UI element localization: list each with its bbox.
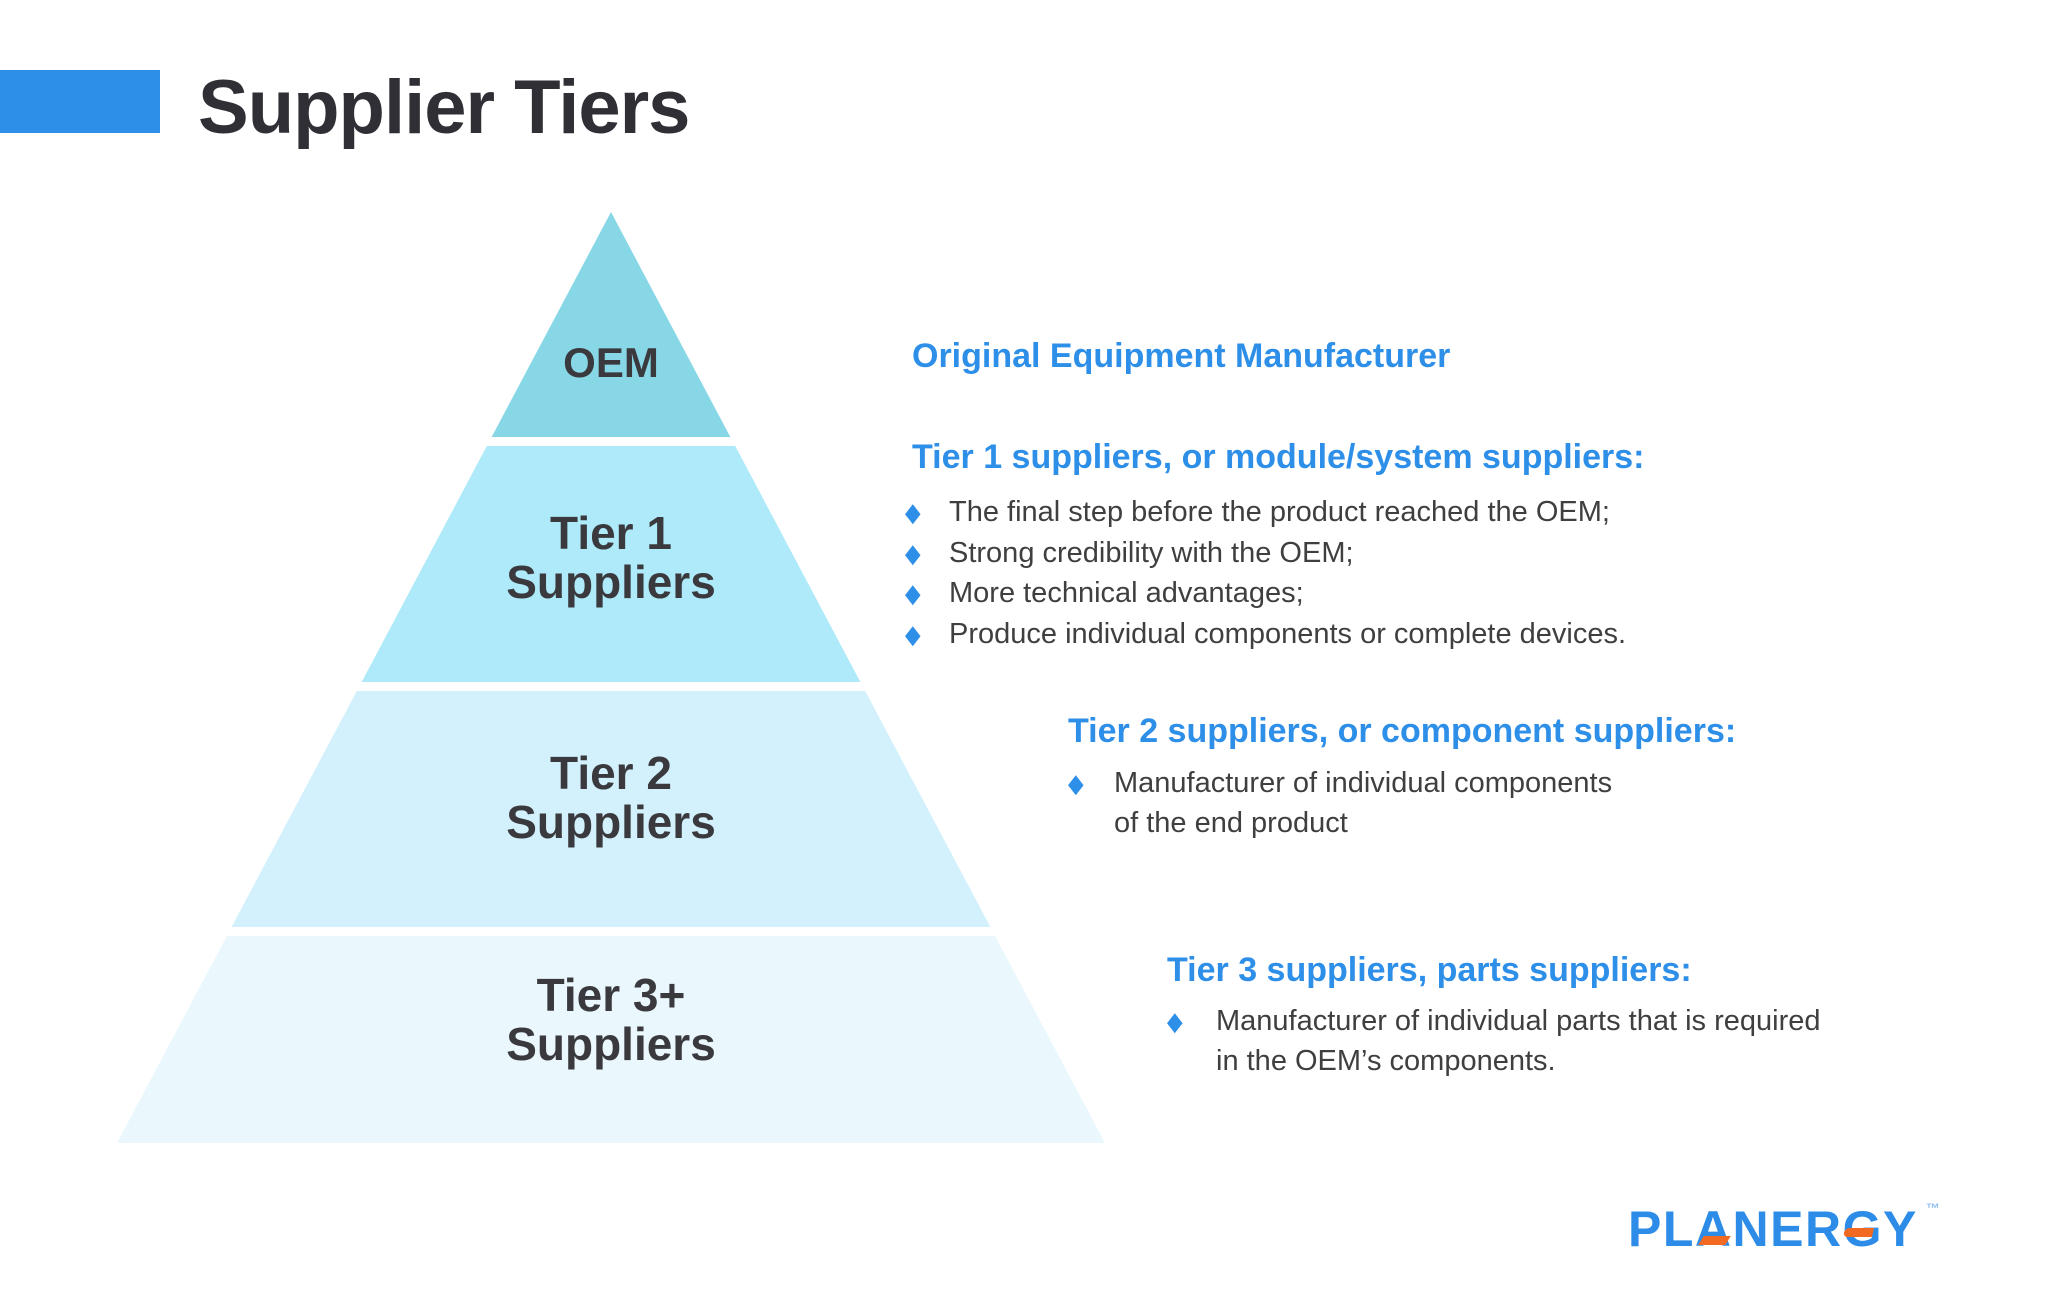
tier3-bullet-1-text: Manufacturer of individual parts that is… — [1216, 1005, 1821, 1077]
tier1-bullet-4: ◆ Produce individual components or compl… — [905, 614, 1626, 655]
title-accent-bar — [0, 70, 160, 133]
tier1-bullet-1: ◆ The final step before the product reac… — [905, 492, 1626, 533]
tier1-bullet-2: ◆ Strong credibility with the OEM; — [905, 533, 1626, 574]
pyramid-level-tier2 — [231, 691, 991, 927]
tier1-bullet-2-text: Strong credibility with the OEM; — [949, 536, 1354, 569]
tier2-bullet-1-text: Manufacturer of individual components of… — [1114, 767, 1613, 839]
page-title: Supplier Tiers — [198, 65, 690, 150]
tier2-bullet-1: ◆ Manufacturer of individual components … — [1068, 763, 1612, 843]
tier3-bullet-1: ◆ Manufacturer of individual parts that … — [1167, 1001, 1820, 1081]
tier1-bullet-4-text: Produce individual components or complet… — [949, 617, 1627, 650]
diamond-bullet-icon: ◆ — [905, 578, 921, 608]
pyramid-label-oem-text: OEM — [563, 339, 659, 386]
pyramid-label-tier2-line2: Suppliers — [506, 795, 716, 848]
diamond-bullet-icon: ◆ — [905, 537, 921, 568]
pyramid-level-tier3 — [117, 936, 1105, 1143]
tier1-bullet-3: ◆ More technical advantages; — [905, 573, 1626, 614]
pyramid-label-tier2-line1: Tier 2 — [550, 747, 672, 799]
oem-heading: Original Equipment Manufacturer — [912, 337, 1451, 375]
pyramid-label-tier1: Tier 1 Suppliers — [117, 509, 1105, 607]
tier1-bullet-list: ◆ The final step before the product reac… — [905, 492, 1626, 654]
planergy-logo: PLANERGY ™ — [1628, 1198, 1940, 1260]
diamond-bullet-icon: ◆ — [1167, 1006, 1183, 1036]
pyramid-label-tier3: Tier 3+ Suppliers — [117, 971, 1105, 1069]
pyramid-level-oem — [491, 212, 731, 437]
tier2-bullet-list: ◆ Manufacturer of individual components … — [1068, 763, 1612, 843]
logo-orange-g-crossbar — [1842, 1228, 1875, 1237]
diamond-bullet-icon: ◆ — [905, 497, 921, 527]
tier1-bullet-1-text: The final step before the product reache… — [949, 496, 1610, 528]
tier3-bullet-list: ◆ Manufacturer of individual parts that … — [1167, 1001, 1820, 1081]
tier2-heading: Tier 2 suppliers, or component suppliers… — [1068, 712, 1737, 750]
logo-trademark-symbol: ™ — [1925, 1200, 1940, 1216]
pyramid-label-tier2: Tier 2 Suppliers — [117, 749, 1105, 847]
logo-orange-a-crossbar — [1698, 1236, 1731, 1245]
pyramid-label-tier3-line2: Suppliers — [506, 1017, 716, 1070]
diamond-bullet-icon: ◆ — [1068, 768, 1084, 798]
supplier-tier-pyramid: OEM Tier 1 Suppliers Tier 2 Suppliers Ti… — [117, 212, 1105, 1143]
tier1-bullet-3-text: More technical advantages; — [949, 577, 1304, 609]
tier3-heading: Tier 3 suppliers, parts suppliers: — [1167, 951, 1692, 989]
pyramid-label-tier1-line2: Suppliers — [506, 555, 716, 608]
pyramid-label-oem: OEM — [117, 339, 1105, 386]
pyramid-label-tier1-line1: Tier 1 — [550, 507, 672, 559]
tier1-heading: Tier 1 suppliers, or module/system suppl… — [912, 438, 1645, 476]
planergy-logo-text: PLANERGY — [1628, 1201, 1918, 1257]
pyramid-label-tier3-line1: Tier 3+ — [536, 969, 686, 1021]
diamond-bullet-icon: ◆ — [905, 618, 921, 649]
